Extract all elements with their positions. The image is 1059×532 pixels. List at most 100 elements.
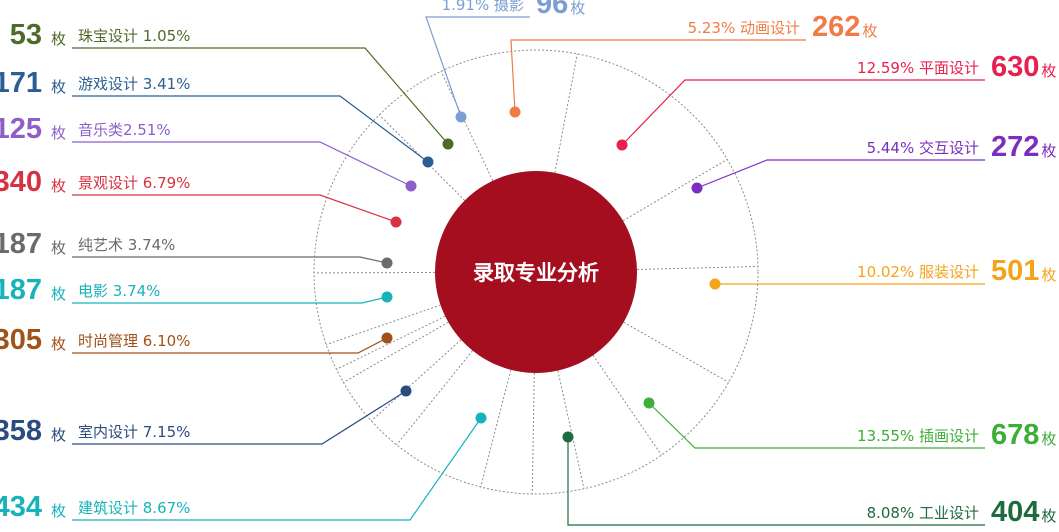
leader-lines bbox=[72, 16, 985, 526]
slice-label: 5.44% 交互设计 bbox=[867, 139, 979, 157]
slice-marker bbox=[475, 412, 487, 424]
slice-count: 501 bbox=[991, 255, 1039, 287]
slice-count: 434 bbox=[0, 491, 42, 523]
leader-line bbox=[72, 337, 388, 354]
slice-count: 96 bbox=[536, 0, 568, 20]
slice-divider bbox=[480, 369, 512, 488]
slice-divider bbox=[336, 315, 446, 370]
leader-line bbox=[72, 417, 482, 521]
slice-label: 13.55% 插画设计 bbox=[857, 427, 979, 445]
slice-unit: 枚 bbox=[1041, 142, 1056, 160]
slice-unit: 枚 bbox=[51, 78, 66, 96]
slice-unit: 枚 bbox=[51, 285, 66, 303]
leader-line bbox=[648, 402, 985, 449]
slice-divider bbox=[326, 304, 441, 346]
slice-marker bbox=[381, 257, 393, 269]
leader-line bbox=[72, 194, 397, 223]
slice-unit: 枚 bbox=[51, 239, 66, 257]
leader-line bbox=[72, 296, 388, 304]
slice-label: 8.08% 工业设计 bbox=[867, 504, 979, 522]
slice-divider bbox=[592, 355, 662, 456]
slice-dividers bbox=[313, 53, 758, 494]
slice-divider bbox=[440, 71, 494, 181]
outer-ring bbox=[313, 49, 759, 495]
slice-label: 1.91% 摄影 bbox=[442, 0, 524, 14]
slice-divider bbox=[557, 370, 585, 489]
slice-count: 272 bbox=[991, 131, 1039, 163]
leader-line bbox=[567, 437, 985, 526]
slice-unit: 枚 bbox=[51, 335, 66, 353]
slice-unit: 枚 bbox=[51, 177, 66, 195]
slice-label: 电影 3.74% bbox=[78, 282, 160, 300]
slice-label: 音乐类2.51% bbox=[78, 121, 171, 139]
leader-line bbox=[72, 47, 449, 145]
slice-marker bbox=[405, 180, 417, 192]
leader-line bbox=[72, 256, 388, 264]
slice-count: 630 bbox=[991, 51, 1039, 83]
slice-count: 125 bbox=[0, 113, 42, 145]
slice-count: 340 bbox=[0, 166, 42, 198]
slice-marker bbox=[691, 182, 703, 194]
slice-marker bbox=[709, 278, 721, 290]
slice-marker bbox=[390, 216, 402, 228]
slice-divider bbox=[396, 350, 473, 446]
slice-divider bbox=[343, 321, 449, 383]
slice-divider bbox=[313, 271, 436, 274]
leader-line bbox=[72, 390, 407, 445]
slice-marker bbox=[455, 111, 467, 123]
slice-marker bbox=[442, 138, 454, 150]
slice-marker bbox=[400, 385, 412, 397]
slice-marker bbox=[381, 291, 393, 303]
slice-unit: 枚 bbox=[1041, 62, 1056, 80]
center-circle bbox=[435, 171, 637, 373]
slice-count: 262 bbox=[812, 11, 860, 43]
leader-line bbox=[696, 159, 985, 189]
slice-unit: 枚 bbox=[51, 502, 66, 520]
slice-label: 景观设计 6.79% bbox=[78, 174, 190, 192]
leader-line bbox=[72, 141, 412, 187]
slice-marker bbox=[381, 332, 393, 344]
slice-unit: 枚 bbox=[862, 22, 877, 40]
slice-label: 5.23% 动画设计 bbox=[688, 19, 800, 37]
slice-label: 室内设计 7.15% bbox=[78, 423, 190, 441]
slice-count: 53 bbox=[10, 19, 42, 51]
slice-unit: 枚 bbox=[1041, 430, 1056, 448]
slice-marker bbox=[643, 397, 655, 409]
slice-divider bbox=[554, 53, 578, 173]
slice-unit: 枚 bbox=[51, 30, 66, 48]
slice-label: 珠宝设计 1.05% bbox=[78, 27, 190, 45]
slice-unit: 枚 bbox=[1041, 266, 1056, 284]
slice-label: 纯艺术 3.74% bbox=[78, 236, 175, 254]
slice-marker bbox=[422, 156, 434, 168]
slice-count: 171 bbox=[0, 67, 42, 99]
slice-divider bbox=[636, 265, 758, 270]
leader-line bbox=[425, 16, 530, 118]
slice-divider bbox=[370, 339, 462, 422]
slice-unit: 枚 bbox=[570, 0, 585, 17]
slice-unit: 枚 bbox=[51, 426, 66, 444]
slice-label: 游戏设计 3.41% bbox=[78, 75, 190, 93]
slice-label: 12.59% 平面设计 bbox=[857, 59, 979, 77]
slice-marker bbox=[509, 106, 521, 118]
leader-line bbox=[510, 39, 806, 113]
slice-count: 187 bbox=[0, 228, 42, 260]
slice-count: 358 bbox=[0, 415, 42, 447]
slice-label: 时尚管理 6.10% bbox=[78, 332, 190, 350]
slice-divider bbox=[622, 158, 728, 222]
slice-count: 187 bbox=[0, 274, 42, 306]
slice-unit: 枚 bbox=[51, 124, 66, 142]
slice-unit: 枚 bbox=[1041, 507, 1056, 525]
chart-title: 录取专业分析 bbox=[473, 261, 599, 285]
leader-line bbox=[72, 95, 429, 163]
leader-line bbox=[621, 79, 985, 146]
slice-label: 建筑设计 8.67% bbox=[78, 499, 190, 517]
slice-count: 404 bbox=[991, 496, 1039, 528]
slice-count: 678 bbox=[991, 419, 1039, 451]
slice-marker bbox=[562, 431, 574, 443]
slice-count: 305 bbox=[0, 324, 42, 356]
slice-divider bbox=[531, 372, 535, 494]
slice-marker bbox=[616, 139, 628, 151]
